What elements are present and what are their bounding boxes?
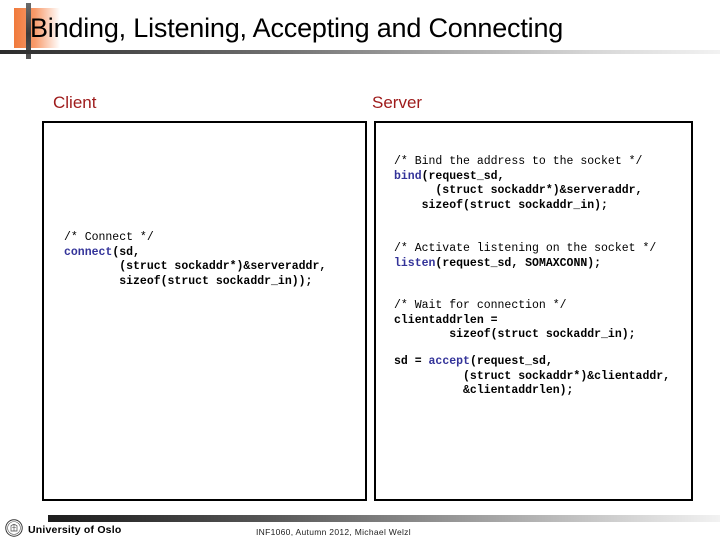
accept-keyword: accept — [428, 355, 470, 368]
wait-comment: /* Wait for connection */ — [394, 299, 567, 312]
wait-line2: sizeof(struct sockaddr_in); — [394, 328, 636, 342]
client-column-label: Client — [53, 93, 97, 112]
bind-args-line3: sizeof(struct sockaddr_in); — [394, 198, 608, 212]
title-divider-rule — [0, 50, 720, 54]
connect-keyword: connect — [64, 245, 113, 259]
title-accent-gradient-block — [14, 8, 60, 48]
accept-assign-prefix: sd = — [394, 355, 429, 368]
bind-comment: /* Bind the address to the socket */ — [394, 155, 643, 168]
listen-keyword: listen — [394, 256, 436, 270]
server-wait-snippet: /* Wait for connection */ clientaddrlen … — [394, 299, 636, 343]
connect-args-line3: sizeof(struct sockaddr_in)); — [64, 274, 313, 288]
wait-line1: clientaddrlen = — [394, 313, 498, 327]
footer-course-info: INF1060, Autumn 2012, Michael Welzl — [256, 527, 411, 537]
accept-args-line2: (struct sockaddr*)&clientaddr, — [394, 369, 671, 383]
bind-args-line2: (struct sockaddr*)&serveraddr, — [394, 184, 643, 198]
page-title: Binding, Listening, Accepting and Connec… — [30, 13, 564, 43]
university-seal-icon — [5, 519, 23, 537]
server-code-box: /* Bind the address to the socket */ bin… — [374, 121, 693, 501]
footer-divider-rule — [48, 515, 720, 522]
server-bind-snippet: /* Bind the address to the socket */ bin… — [394, 155, 642, 213]
bind-keyword: bind — [394, 169, 422, 183]
connect-args-line1: (sd, — [112, 245, 140, 259]
connect-args-line2: (struct sockaddr*)&serveraddr, — [64, 260, 327, 274]
server-column-label: Server — [372, 93, 423, 112]
client-code-box: /* Connect */ connect(sd, (struct sockad… — [42, 121, 367, 501]
footer-institution-label: University of Oslo — [28, 524, 122, 536]
accept-args-line3: &clientaddrlen); — [394, 384, 574, 398]
accept-args-line1: (request_sd, — [469, 355, 553, 368]
slide-header: Binding, Listening, Accepting and Connec… — [0, 0, 720, 59]
server-accept-snippet: sd = accept(request_sd, (struct sockaddr… — [394, 355, 670, 399]
client-connect-comment: /* Connect */ — [64, 231, 154, 244]
client-connect-snippet: /* Connect */ connect(sd, (struct sockad… — [64, 231, 326, 289]
title-accent-vertical-bar — [26, 3, 31, 59]
bind-args-line1: (request_sd, — [421, 169, 505, 183]
server-listen-snippet: /* Activate listening on the socket */ l… — [394, 242, 656, 271]
listen-comment: /* Activate listening on the socket */ — [394, 242, 657, 255]
listen-args-line1: (request_sd, SOMAXCONN); — [435, 256, 602, 270]
